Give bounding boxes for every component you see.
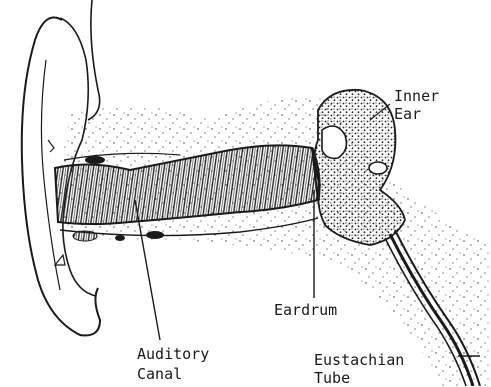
eustachian-tube-label-line2: Tube [314,370,350,386]
inner-ear-label-line2: Ear [394,106,421,122]
eardrum-label: Eardrum [274,302,337,318]
cochlea-shape [322,126,346,158]
inner-ear-mass [314,90,405,245]
oval-window [369,162,387,174]
bone-mark-2 [73,231,97,241]
eustachian-tube-label-line1: Eustachian [314,352,404,368]
bone-mark-4 [115,235,125,241]
tissue-region [55,98,491,387]
auditory-canal-label-line1: Auditory [137,346,209,362]
inner-ear-label-line1: Inner [394,88,439,104]
bone-mark-1 [85,156,105,164]
bone-mark-3 [146,231,164,239]
auditory-canal-label-line2: Canal [137,366,182,382]
head-contour [88,0,100,120]
